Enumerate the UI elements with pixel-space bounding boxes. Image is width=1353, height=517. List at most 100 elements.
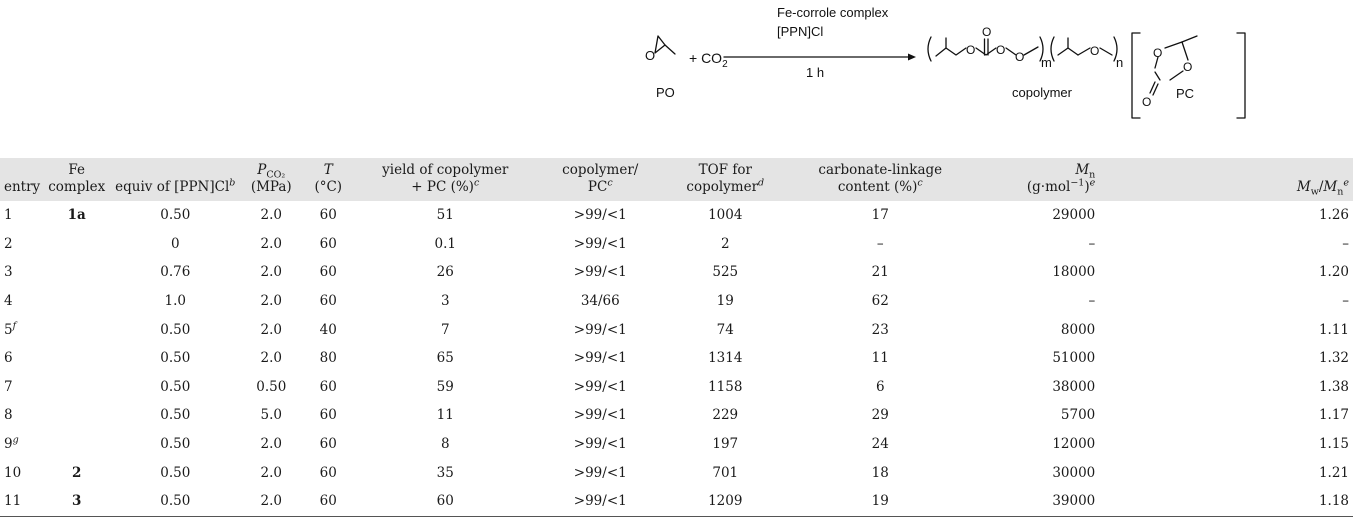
cell-entry-value: 11 xyxy=(4,493,22,510)
cell-entry-value: 8 xyxy=(4,407,13,424)
cell-yield-value: 8 xyxy=(440,436,450,453)
cell-dispersity-value: 1.32 xyxy=(1318,350,1349,367)
cell-yield-value: 51 xyxy=(436,207,454,224)
ether-oxygen: O xyxy=(1090,44,1099,58)
cell-tof: 1158 xyxy=(665,373,785,402)
cell-mn-value: 12000 xyxy=(1052,436,1096,453)
cell-yield-value: 35 xyxy=(436,464,454,481)
propylene-oxide-structure xyxy=(654,35,676,55)
cell-carbonate-content: 21 xyxy=(785,258,975,287)
pc-ring-oxygen-1: O xyxy=(1153,46,1162,60)
cell-yield-value: 11 xyxy=(436,407,454,424)
cell-equiv: 0.50 xyxy=(109,486,242,517)
cell-tof-value: 1158 xyxy=(708,378,743,395)
cell-temperature: 80 xyxy=(301,344,355,373)
cell-tof-value: 1004 xyxy=(708,207,743,224)
cell-temperature: 60 xyxy=(301,230,355,259)
cell-mn: 12000 xyxy=(975,430,1099,459)
cell-yield: 59 xyxy=(355,373,535,402)
cell-equiv-value: 0.50 xyxy=(160,464,191,481)
cell-carbonate-content-value: 11 xyxy=(871,350,889,367)
cell-fe-complex xyxy=(44,373,109,402)
cell-fe-complex xyxy=(44,315,109,344)
cell-entry: 10 xyxy=(0,458,44,487)
cell-entry-value: 2 xyxy=(4,235,13,252)
cell-yield: 0.1 xyxy=(355,230,535,259)
cell-ratio: >99/<1 xyxy=(535,401,665,430)
cell-ratio: 34/66 xyxy=(535,287,665,316)
cell-temperature: 60 xyxy=(301,287,355,316)
cell-yield-value: 7 xyxy=(440,321,450,338)
col-header-mn: Mn(g·mol−1)e xyxy=(1026,162,1096,195)
copolymer-bracket-open xyxy=(927,36,932,62)
pc-label: PC xyxy=(1176,86,1194,101)
cell-temperature-value: 60 xyxy=(319,493,337,510)
cell-entry: 2 xyxy=(0,230,44,259)
cell-equiv-value: 0.76 xyxy=(160,264,191,281)
cell-ratio: >99/<1 xyxy=(535,486,666,517)
cell-ratio-value: >99/<1 xyxy=(573,350,627,367)
cell-pressure-value: 2.0 xyxy=(260,321,282,338)
cell-dispersity: 1.17 xyxy=(1099,401,1353,430)
cell-temperature: 40 xyxy=(301,315,355,344)
cell-pressure-value: 2.0 xyxy=(260,264,282,281)
cell-pressure-value: 2.0 xyxy=(260,293,282,310)
cell-dispersity-value: – xyxy=(1342,293,1349,310)
cell-entry: 4 xyxy=(0,287,44,316)
cell-ratio-value: >99/<1 xyxy=(573,235,627,252)
cell-carbonate-content: 11 xyxy=(785,344,975,373)
cell-equiv-value: 1.0 xyxy=(164,293,186,310)
cell-entry-value: 5 xyxy=(4,321,13,338)
cell-entry-value: 6 xyxy=(4,350,13,367)
carbonyl-oxygen: O xyxy=(982,25,991,39)
cell-yield-value: 65 xyxy=(436,350,454,367)
cell-equiv: 1.0 xyxy=(109,287,241,316)
copolymer-label: copolymer xyxy=(1012,85,1073,100)
cell-pressure-value: 2.0 xyxy=(260,207,282,224)
cell-carbonate-content-value: 62 xyxy=(871,293,889,310)
cell-yield-value: 60 xyxy=(436,493,454,510)
cell-mn: 29000 xyxy=(975,201,1099,230)
cell-tof: 1004 xyxy=(665,201,785,230)
cell-ratio: >99/<1 xyxy=(535,373,665,402)
cell-entry-value: 1 xyxy=(4,207,13,224)
cell-tof-value: 74 xyxy=(716,321,734,338)
cell-ratio-value: >99/<1 xyxy=(573,207,627,224)
cell-entry-value: 4 xyxy=(4,293,13,310)
cell-entry: 11 xyxy=(0,486,45,517)
cell-temperature-value: 60 xyxy=(319,407,337,424)
cell-mn-value: 18000 xyxy=(1052,264,1096,281)
pc-bracket-open xyxy=(1131,32,1141,119)
cell-carbonate-content: 24 xyxy=(785,430,975,459)
cell-ratio-value: 34/66 xyxy=(580,293,620,310)
cell-carbonate-content-value: 17 xyxy=(871,207,889,224)
cell-tof: 74 xyxy=(665,315,785,344)
cell-equiv: 0.50 xyxy=(109,430,241,459)
cell-tof-value: 701 xyxy=(712,464,739,481)
cell-mn-value: 30000 xyxy=(1052,464,1096,481)
cell-carbonate-content: 6 xyxy=(785,373,975,402)
cell-fe-complex xyxy=(44,258,109,287)
propylene-carbonate-structure xyxy=(1149,35,1198,96)
cell-yield: 26 xyxy=(355,258,535,287)
pc-carbonyl-oxygen: O xyxy=(1142,95,1151,109)
subscript-n: n xyxy=(1116,55,1123,70)
col-header-pressure: PCO₂(MPa) xyxy=(250,162,292,195)
col-header-dispersity: Mw/Mne xyxy=(1296,177,1349,198)
cell-equiv-value: 0.50 xyxy=(160,207,191,224)
cell-mn-value: 38000 xyxy=(1052,378,1096,395)
cell-carbonate-content-value: 23 xyxy=(871,321,889,338)
cell-mn: 18000 xyxy=(975,258,1099,287)
cell-tof: 2 xyxy=(665,230,785,259)
entry-footnote-mark: f xyxy=(12,320,17,332)
cell-dispersity-value: 1.20 xyxy=(1318,264,1349,281)
cell-mn-value: – xyxy=(1088,235,1096,252)
cell-ratio-value: >99/<1 xyxy=(573,464,627,481)
cell-dispersity: – xyxy=(1099,230,1353,259)
